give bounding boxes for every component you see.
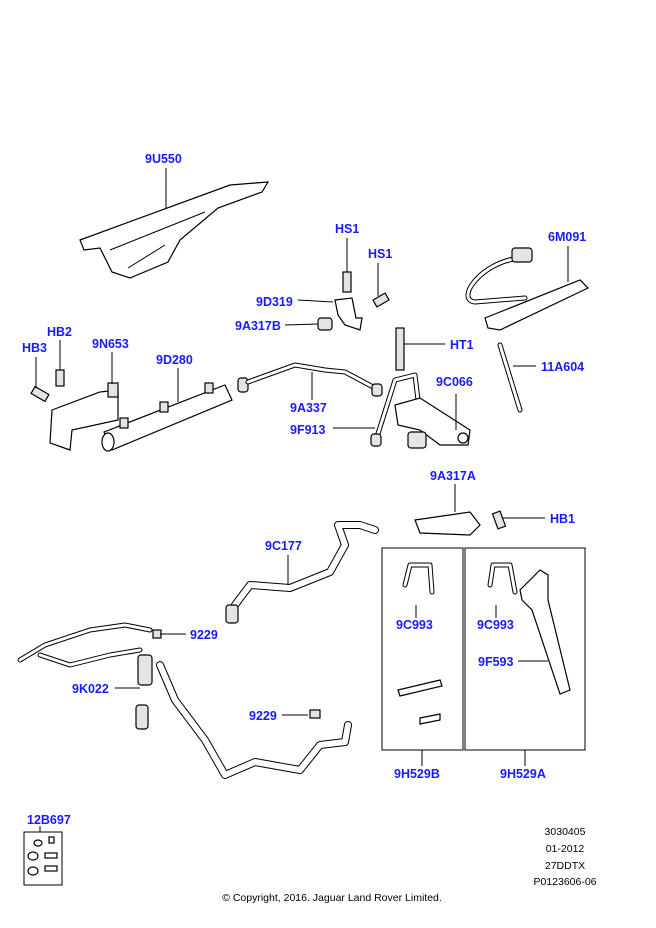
label-12B697[interactable]: 12B697 [27, 813, 71, 827]
label-HS1-lower[interactable]: HS1 [368, 247, 392, 261]
label-9A317A[interactable]: 9A317A [430, 469, 476, 483]
label-6M091[interactable]: 6M091 [548, 230, 586, 244]
kit-box-12B697 [23, 831, 63, 886]
label-HB3[interactable]: HB3 [22, 341, 47, 355]
part-9C066 [394, 397, 471, 449]
label-9N653[interactable]: 9N653 [92, 337, 129, 351]
label-9C177[interactable]: 9C177 [265, 539, 302, 553]
part-9D280-fuel-rail [101, 377, 249, 452]
label-HT1[interactable]: HT1 [450, 338, 474, 352]
label-9U550[interactable]: 9U550 [145, 152, 182, 166]
part-6M091-harness [465, 247, 590, 331]
label-9H529A[interactable]: 9H529A [500, 767, 546, 781]
part-bracket-9D319 [317, 271, 390, 331]
label-9K022[interactable]: 9K022 [72, 682, 109, 696]
part-9N653-bracket [30, 369, 119, 451]
label-9H529B[interactable]: 9H529B [394, 767, 440, 781]
label-9A337[interactable]: 9A337 [290, 401, 327, 415]
label-11A604[interactable]: 11A604 [541, 360, 584, 374]
label-9C066[interactable]: 9C066 [436, 375, 473, 389]
label-9C993-right[interactable]: 9C993 [477, 618, 514, 632]
ref-illustration: P0123606-06 [533, 876, 596, 888]
ref-model: 27DDTX [545, 860, 585, 872]
copyright: © Copyright, 2016. Jaguar Land Rover Lim… [222, 892, 442, 904]
label-9D280[interactable]: 9D280 [156, 353, 193, 367]
kit-box-9H529A [464, 547, 586, 751]
part-9U550-cover [79, 181, 270, 279]
label-HB1[interactable]: HB1 [550, 512, 575, 526]
label-9229-upper[interactable]: 9229 [190, 628, 218, 642]
part-9F593-injector [519, 569, 571, 695]
label-HS1-upper[interactable]: HS1 [335, 222, 359, 236]
label-9F913[interactable]: 9F913 [290, 423, 325, 437]
label-HB2[interactable]: HB2 [47, 325, 72, 339]
label-9F593[interactable]: 9F593 [478, 655, 513, 669]
ref-number: 3030405 [545, 826, 586, 838]
label-9A317B[interactable]: 9A317B [235, 319, 281, 333]
label-9C993-left[interactable]: 9C993 [396, 618, 433, 632]
ref-date: 01-2012 [546, 843, 585, 855]
label-9229-lower[interactable]: 9229 [249, 709, 277, 723]
label-9D319[interactable]: 9D319 [256, 295, 293, 309]
